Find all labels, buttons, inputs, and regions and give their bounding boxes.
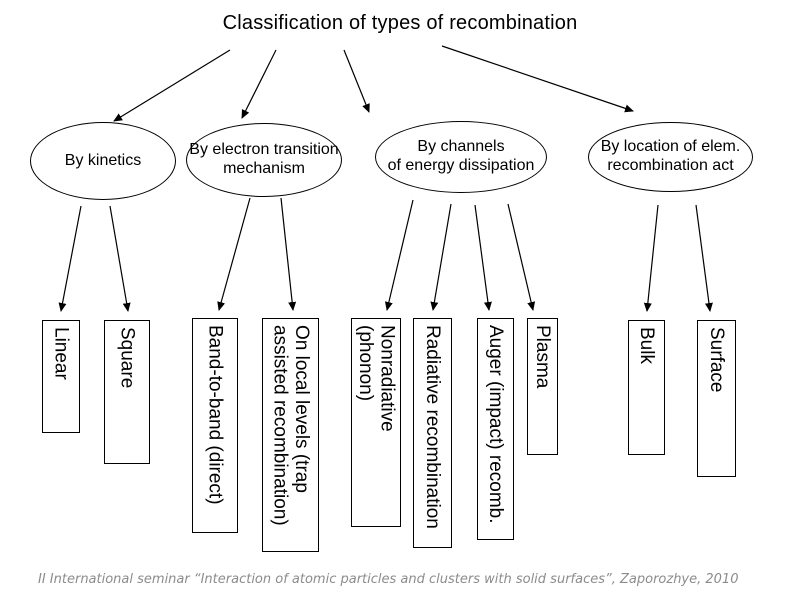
type-label-radiative: Radiative recombination <box>422 325 444 529</box>
category-label-energy-channels: By channels of energy dissipation <box>387 138 535 174</box>
type-box-linear: Linear <box>42 320 80 433</box>
arrow-mechanism-to-band-to-band <box>217 197 251 311</box>
slide-title: Classification of types of recombination <box>222 12 578 34</box>
arrow-kinetics-to-linear <box>58 205 82 312</box>
category-label-kinetics: By kinetics <box>64 151 142 169</box>
type-label-bulk: Bulk <box>636 327 658 364</box>
arrow-location-to-bulk <box>643 204 659 312</box>
arrow-channels-to-plasma <box>507 203 536 311</box>
type-box-local-levels: On local levels (trap assisted recombina… <box>262 318 319 552</box>
type-label-local-levels: On local levels (trap assisted recombina… <box>269 325 312 526</box>
type-label-auger: Auger (impact) recomb. <box>485 325 507 524</box>
arrow-mechanism-to-local-levels <box>280 197 297 311</box>
category-ellipse-kinetics: By kinetics <box>30 122 176 200</box>
type-box-radiative: Radiative recombination <box>413 318 452 548</box>
arrow-channels-to-auger <box>474 204 492 311</box>
type-box-nonradiative: Nonradiative (phonon) <box>351 318 401 527</box>
type-box-bulk: Bulk <box>628 320 665 455</box>
type-label-band-to-band: Band-to-band (direct) <box>204 325 226 505</box>
category-ellipse-energy-channels: By channels of energy dissipation <box>375 121 547 193</box>
arrow-title-to-electron-mechanism <box>241 49 277 119</box>
category-ellipse-electron-mechanism: By electron transition mechanism <box>186 123 342 197</box>
category-ellipse-location: By location of elem. recombination act <box>588 122 753 192</box>
type-box-surface: Surface <box>697 320 736 477</box>
type-box-plasma: Plasma <box>527 318 558 455</box>
type-label-surface: Surface <box>706 327 728 393</box>
arrow-channels-to-nonradiative <box>384 199 414 311</box>
category-label-electron-mechanism: By electron transition mechanism <box>189 141 339 177</box>
arrow-title-to-energy-channels <box>343 49 370 113</box>
arrow-title-to-kinetics <box>113 49 231 122</box>
arrow-kinetics-to-square <box>109 205 131 312</box>
type-box-auger: Auger (impact) recomb. <box>477 318 514 540</box>
category-label-location: By location of elem. recombination act <box>600 138 741 174</box>
type-label-square: Square <box>116 327 138 389</box>
type-label-linear: Linear <box>50 327 72 380</box>
type-label-nonradiative: Nonradiative (phonon) <box>355 325 398 432</box>
type-box-band-to-band: Band-to-band (direct) <box>192 318 238 533</box>
type-label-plasma: Plasma <box>532 325 554 389</box>
arrow-channels-to-radiative <box>430 203 452 311</box>
arrow-title-to-location <box>441 45 634 113</box>
footer-credit: II International seminar “Interaction of… <box>38 572 739 587</box>
arrow-location-to-surface <box>695 204 713 312</box>
type-box-square: Square <box>104 320 150 464</box>
